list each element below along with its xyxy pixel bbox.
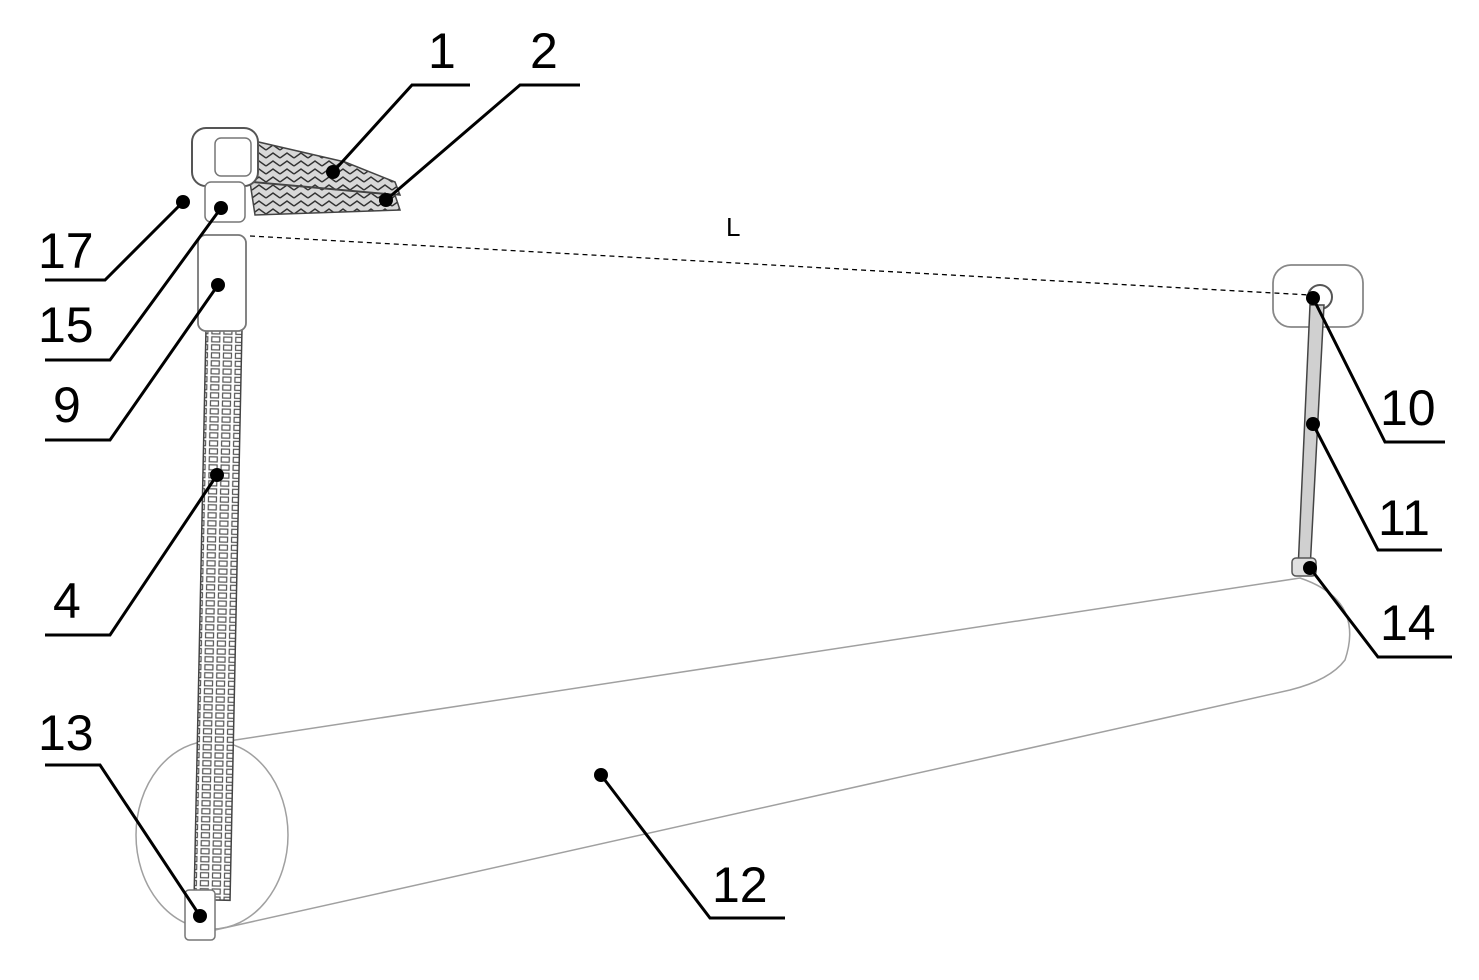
dot-2 [379, 193, 393, 207]
dimension-label: L [726, 212, 740, 242]
leader-dots [176, 165, 1320, 923]
leader-9 [45, 284, 220, 442]
pivot-lower-block [204, 181, 246, 223]
callout-13: 13 [38, 705, 94, 761]
dot-17 [176, 195, 190, 209]
arm-hatched-lower [249, 181, 402, 216]
callout-2: 2 [530, 23, 558, 79]
leader-14 [1308, 567, 1452, 659]
dot-14 [1303, 561, 1317, 575]
leader-lines [45, 83, 1452, 920]
dot-4 [210, 468, 224, 482]
dot-15 [214, 201, 228, 215]
callout-10: 10 [1380, 380, 1436, 436]
callout-1: 1 [428, 23, 456, 79]
leader-2 [385, 83, 580, 202]
leader-1 [331, 83, 470, 174]
dot-12 [594, 768, 608, 782]
leader-11 [1311, 423, 1442, 552]
rack-bar [193, 328, 243, 902]
cylinder-outline [214, 577, 1351, 931]
callout-14: 14 [1380, 595, 1436, 651]
callout-12: 12 [712, 857, 768, 913]
top-arm [191, 127, 402, 223]
leader-10 [1311, 297, 1445, 444]
callout-11: 11 [1378, 490, 1430, 546]
dot-10 [1306, 291, 1320, 305]
dot-1 [326, 165, 340, 179]
left-rack [184, 328, 243, 941]
leader-13 [45, 763, 202, 917]
dimension-line-L: L [249, 212, 1311, 296]
callout-17: 17 [38, 223, 94, 279]
callout-4: 4 [53, 573, 81, 629]
callout-9: 9 [53, 377, 81, 433]
right-rod [1291, 304, 1325, 577]
leader-17 [45, 200, 185, 282]
dot-9 [211, 278, 225, 292]
leader-15 [45, 207, 223, 362]
leader-12 [599, 774, 785, 920]
dot-13 [193, 909, 207, 923]
leader-4 [45, 474, 219, 637]
arm-pivot-inner [214, 137, 252, 177]
dimension-dashed-line [249, 235, 1311, 296]
dot-11 [1306, 417, 1320, 431]
callout-15: 15 [38, 297, 94, 353]
callout-labels: 1 2 17 15 9 4 13 12 10 11 14 [38, 23, 1436, 913]
